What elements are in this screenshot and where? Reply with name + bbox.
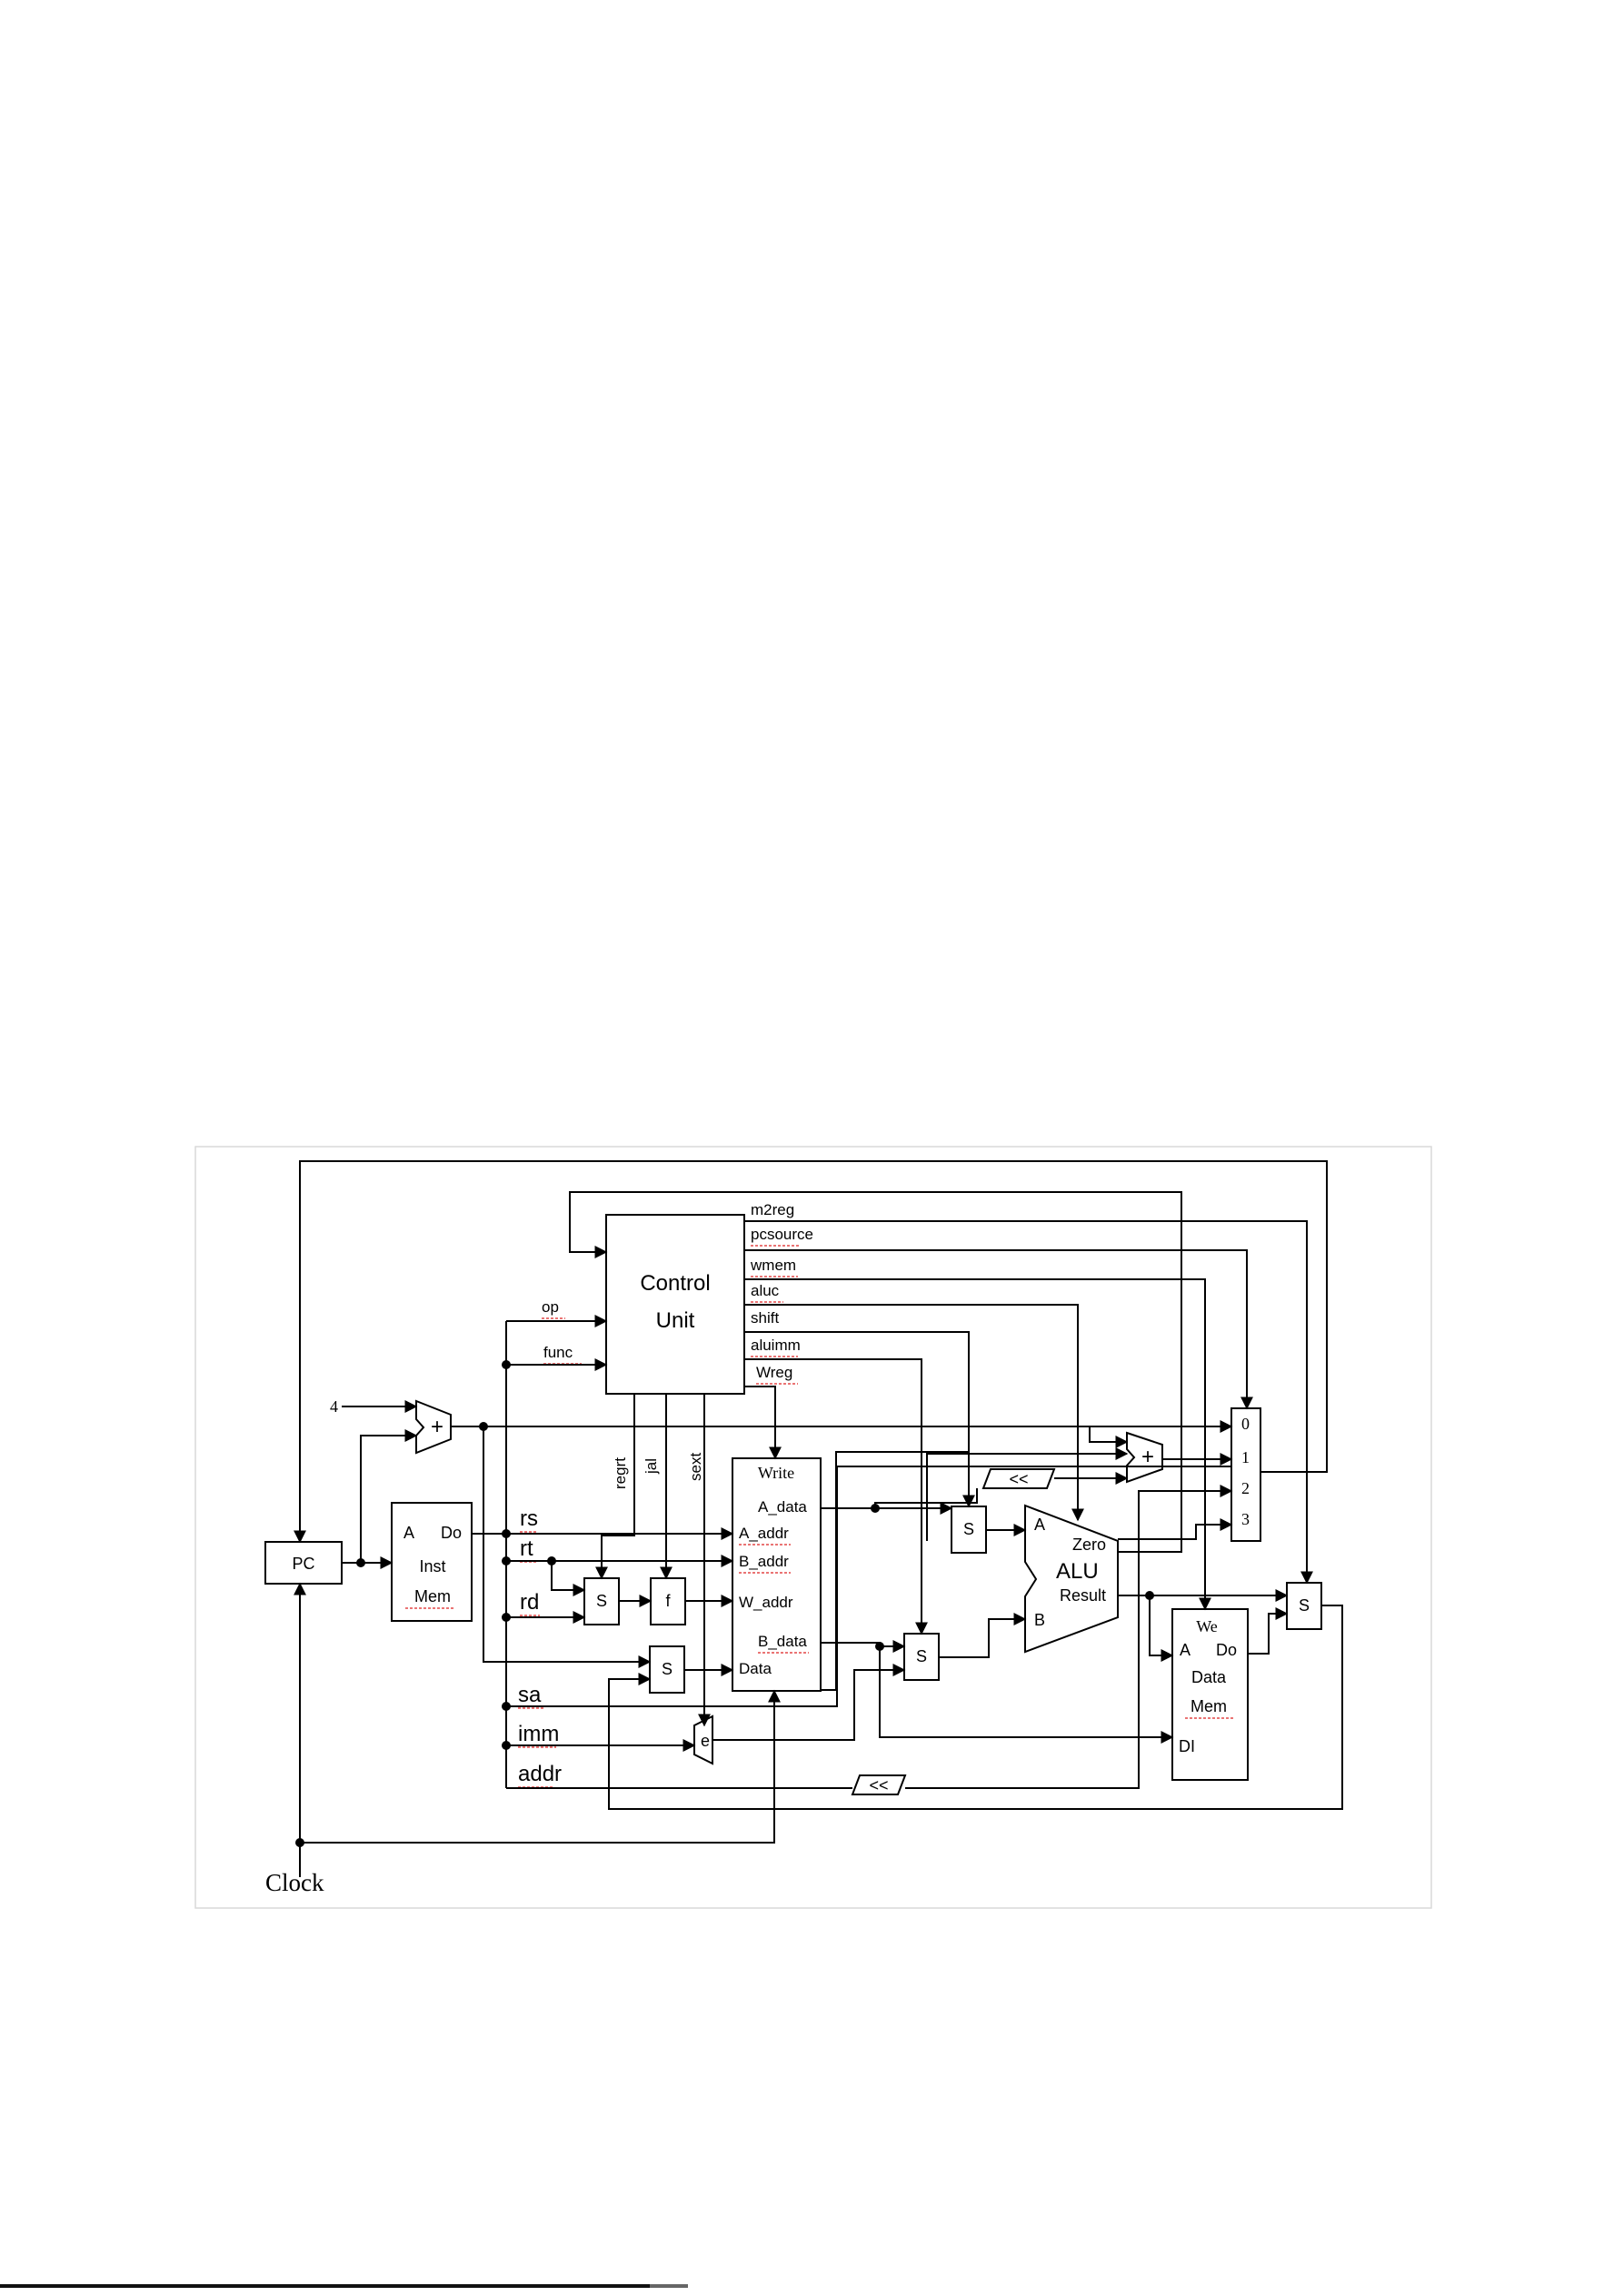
field-rd: rd <box>520 1590 539 1615</box>
signal-op: op <box>542 1298 559 1316</box>
alu-label: ALU <box>1056 1559 1099 1584</box>
inst-mem-label-1: Inst <box>419 1557 445 1575</box>
regfile-w-addr-port: W_addr <box>739 1594 793 1611</box>
mux-shift: S <box>951 1506 986 1553</box>
mux-aluimm: S <box>904 1634 939 1680</box>
regfile-write-label: Write <box>758 1464 794 1482</box>
clock-label: Clock <box>265 1869 324 1896</box>
field-sa: sa <box>518 1683 542 1707</box>
register-file-block: Write A_data A_addr B_addr W_addr B_data… <box>732 1458 821 1691</box>
mux-aluimm-label: S <box>916 1647 927 1665</box>
jump-shift-label: << <box>869 1776 888 1794</box>
signal-m2reg: m2reg <box>751 1201 794 1218</box>
mux-regrt: S <box>584 1578 619 1625</box>
signal-aluc: aluc <box>751 1282 780 1299</box>
alu-zero-port: Zero <box>1072 1536 1106 1554</box>
regfile-data-port: Data <box>739 1660 772 1677</box>
pc-mux-input-3: 3 <box>1241 1510 1250 1528</box>
regfile-b-addr-port: B_addr <box>739 1553 789 1570</box>
signal-wreg: Wreg <box>756 1364 792 1381</box>
pc-label: PC <box>292 1555 314 1573</box>
mux-jal-data-label: S <box>662 1660 673 1678</box>
mux-regrt-label: S <box>596 1592 607 1610</box>
pc-mux-input-1: 1 <box>1241 1448 1250 1466</box>
signal-sext: sext <box>687 1453 704 1481</box>
data-mem-a-port: A <box>1180 1641 1191 1659</box>
field-rt: rt <box>520 1536 533 1561</box>
pc-register-block: PC <box>265 1542 342 1584</box>
constant-four: 4 <box>330 1397 338 1416</box>
alu-a-port: A <box>1034 1516 1045 1534</box>
data-mem-we-port: We <box>1196 1617 1218 1635</box>
alu-result-port: Result <box>1060 1586 1106 1605</box>
page-bottom-rule <box>0 2284 650 2288</box>
branch-shift-left: << <box>983 1469 1054 1488</box>
jump-shift-left: << <box>852 1775 905 1794</box>
control-unit-block: Control Unit <box>606 1215 744 1394</box>
alu-b-port: B <box>1034 1611 1045 1629</box>
regfile-a-addr-port: A_addr <box>739 1525 789 1542</box>
signal-aluimm: aluimm <box>751 1337 801 1354</box>
inst-mem-label-2: Mem <box>414 1587 451 1605</box>
mux-m2reg-label: S <box>1299 1596 1310 1615</box>
page-bottom-rule-accent <box>650 2284 688 2288</box>
mux-jal-data: S <box>650 1646 684 1693</box>
control-unit-label-2: Unit <box>656 1308 695 1333</box>
control-unit-label-1: Control <box>640 1271 710 1296</box>
field-rs: rs <box>520 1506 538 1531</box>
mux-m2reg: S <box>1287 1583 1321 1629</box>
jal-f-block: f <box>651 1578 685 1625</box>
field-imm: imm <box>518 1722 559 1746</box>
branch-shift-label: << <box>1009 1470 1028 1488</box>
signal-regrt: regrt <box>612 1457 629 1489</box>
inst-mem-do-port: Do <box>441 1524 462 1542</box>
regfile-b-data-port: B_data <box>758 1633 807 1650</box>
data-mem-do-port: Do <box>1216 1641 1237 1659</box>
instruction-memory-block: A Do Inst Mem <box>392 1503 472 1621</box>
data-mem-label-2: Mem <box>1191 1697 1227 1715</box>
pc-source-mux: 0 1 2 3 <box>1231 1408 1260 1541</box>
pc-mux-input-2: 2 <box>1241 1479 1250 1497</box>
signal-pcsource: pcsource <box>751 1226 813 1243</box>
signal-wmem: wmem <box>750 1257 796 1274</box>
signal-func: func <box>543 1344 573 1361</box>
data-memory-block: We A Do Data Mem DI <box>1172 1609 1248 1780</box>
pc-adder-plus: + <box>431 1415 443 1439</box>
data-mem-label-1: Data <box>1191 1668 1227 1686</box>
signal-shift: shift <box>751 1309 779 1327</box>
branch-adder-plus: + <box>1141 1445 1154 1469</box>
field-addr: addr <box>518 1762 562 1786</box>
signal-jal: jal <box>643 1458 660 1475</box>
inst-mem-a-port: A <box>404 1524 414 1542</box>
data-mem-di-port: DI <box>1179 1737 1195 1755</box>
regfile-a-data-port: A_data <box>758 1498 807 1516</box>
pc-mux-input-0: 0 <box>1241 1415 1250 1433</box>
mux-shift-label: S <box>963 1520 974 1538</box>
sign-extend-label: e <box>701 1732 710 1750</box>
